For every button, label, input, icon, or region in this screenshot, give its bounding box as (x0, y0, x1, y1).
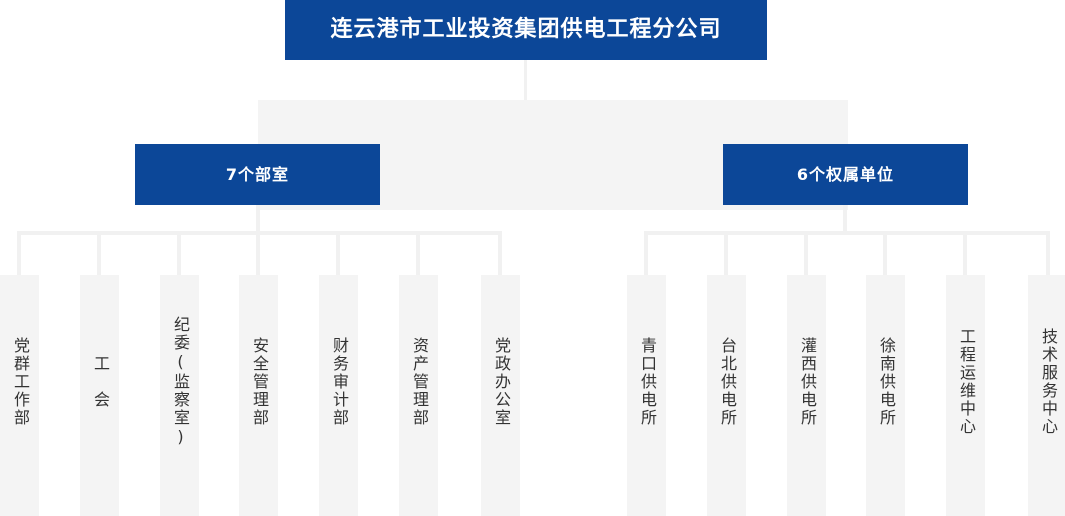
connector-subsidiaries-bar (644, 231, 1050, 235)
leaf-node-department-3[interactable]: 纪委(监察室) (160, 275, 199, 516)
leaf-node-department-1-label: 党群工作部 (10, 336, 30, 427)
leaf-node-department-4-label: 安全管理部 (249, 336, 269, 427)
connector-drop-dept-3 (177, 231, 181, 277)
connector-drop-sub-1 (644, 231, 648, 277)
leaf-node-subsidiary-5-label: 工程运维中心 (956, 327, 976, 436)
leaf-node-subsidiary-4-label: 徐南供电所 (876, 336, 896, 427)
root-node-label: 连云港市工业投资集团供电工程分公司 (330, 17, 722, 42)
leaf-node-subsidiary-4[interactable]: 徐南供电所 (866, 275, 905, 516)
connector-drop-sub-4 (883, 231, 887, 277)
leaf-node-subsidiary-2[interactable]: 台北供电所 (707, 275, 746, 516)
leaf-node-subsidiary-6-label: 技术服务中心 (1038, 327, 1058, 436)
leaf-node-subsidiary-5[interactable]: 工程运维中心 (946, 275, 985, 516)
leaf-node-subsidiary-2-label: 台北供电所 (717, 336, 737, 427)
level2-node-subsidiaries[interactable]: 6个权属单位 (723, 144, 968, 205)
connector-drop-sub-5 (963, 231, 967, 277)
level2-node-subsidiaries-label: 6个权属单位 (796, 164, 895, 184)
connector-drop-dept-5 (336, 231, 340, 277)
leaf-node-department-5-label: 财务审计部 (329, 336, 349, 427)
connector-drop-dept-4 (256, 231, 260, 277)
connector-drop-sub-3 (804, 231, 808, 277)
level2-node-departments-label: 7个部室 (225, 164, 290, 184)
leaf-node-subsidiary-3[interactable]: 灌西供电所 (787, 275, 826, 516)
leaf-node-department-3-label: 纪委(监察室) (170, 315, 190, 448)
level2-node-departments[interactable]: 7个部室 (135, 144, 380, 205)
connector-departments-stem (256, 205, 260, 235)
root-node-company[interactable]: 连云港市工业投资集团供电工程分公司 (285, 0, 767, 60)
leaf-node-department-6-label: 资产管理部 (409, 336, 429, 427)
leaf-node-subsidiary-1[interactable]: 青口供电所 (627, 275, 666, 516)
connector-drop-sub-2 (724, 231, 728, 277)
connector-drop-dept-7 (498, 231, 502, 277)
leaf-node-subsidiary-6[interactable]: 技术服务中心 (1028, 275, 1065, 516)
leaf-node-department-4[interactable]: 安全管理部 (239, 275, 278, 516)
leaf-node-department-6[interactable]: 资产管理部 (399, 275, 438, 516)
leaf-node-department-7-label: 党政办公室 (491, 336, 511, 427)
leaf-node-department-7[interactable]: 党政办公室 (481, 275, 520, 516)
connector-drop-dept-1 (17, 231, 21, 277)
connector-root-stem (524, 60, 527, 102)
connector-subsidiaries-stem (843, 205, 847, 235)
leaf-node-subsidiary-1-label: 青口供电所 (637, 336, 657, 427)
connector-drop-sub-6 (1046, 231, 1050, 277)
connector-drop-dept-6 (416, 231, 420, 277)
leaf-node-department-2-label: 工 会 (90, 354, 110, 409)
leaf-node-subsidiary-3-label: 灌西供电所 (797, 336, 817, 427)
leaf-node-department-2[interactable]: 工 会 (80, 275, 119, 516)
leaf-node-department-1[interactable]: 党群工作部 (0, 275, 39, 516)
connector-drop-dept-2 (97, 231, 101, 277)
leaf-node-department-5[interactable]: 财务审计部 (319, 275, 358, 516)
